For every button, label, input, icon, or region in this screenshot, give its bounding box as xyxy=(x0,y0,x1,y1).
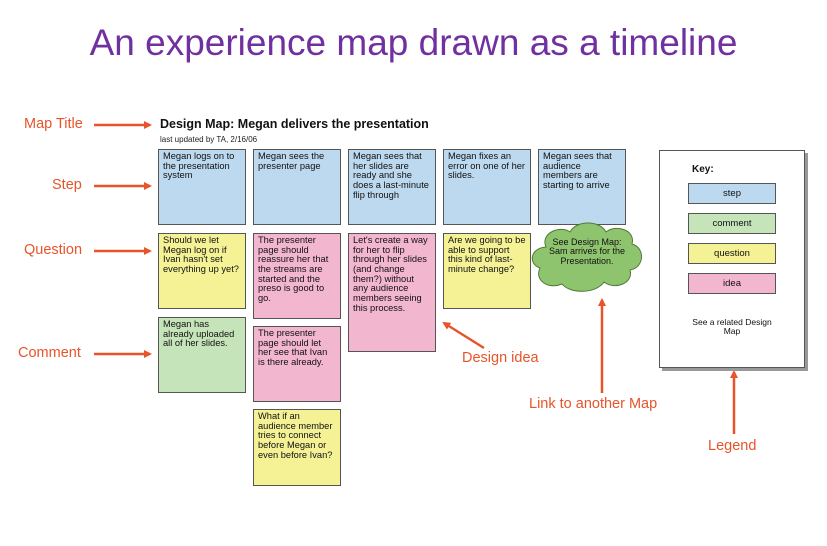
idea-note-3: Let's create a way for her to flip throu… xyxy=(348,233,436,352)
map-title: Design Map: Megan delivers the presentat… xyxy=(160,117,429,131)
legend-key-step: step xyxy=(688,183,776,204)
step-note-3: Megan sees that her slides are ready and… xyxy=(348,149,436,225)
step-note-2: Megan sees the presenter page xyxy=(253,149,341,225)
page-title: An experience map drawn as a timeline xyxy=(89,22,738,63)
callout-map-title: Map Title xyxy=(24,116,83,132)
idea-note-2: The presenter page should let her see th… xyxy=(253,326,341,402)
callout-comment: Comment xyxy=(18,345,81,361)
comment-note-1: Megan has already uploaded all of her sl… xyxy=(158,317,246,393)
question-note-3: Are we going to be able to support this … xyxy=(443,233,531,309)
callout-link: Link to another Map xyxy=(529,396,658,412)
step-note-4: Megan fixes an error on one of her slide… xyxy=(443,149,531,225)
legend-key-question: question xyxy=(688,243,776,264)
design-idea-arrow xyxy=(442,321,485,350)
callout-design-idea: Design idea xyxy=(462,350,539,366)
callout-legend: Legend xyxy=(708,438,757,454)
legend-title: Key: xyxy=(692,164,714,175)
design-map-link-text[interactable]: See Design Map: Sam arrives for the Pres… xyxy=(548,237,626,266)
legend-key-idea: idea xyxy=(688,273,776,294)
design-map-link-cloud xyxy=(531,222,642,292)
step-note-1: Megan logs on to the presentation system xyxy=(158,149,246,225)
legend-key-cloud: See a related Design Map xyxy=(692,317,772,336)
legend-box: Key: step comment question idea xyxy=(659,150,805,368)
question-note-2: What if an audience member tries to conn… xyxy=(253,409,341,486)
callout-step: Step xyxy=(52,177,82,193)
callout-question: Question xyxy=(24,242,83,258)
legend-key-comment: comment xyxy=(688,213,776,234)
map-subtitle: last updated by TA, 2/16/06 xyxy=(160,135,258,144)
idea-note-1: The presenter page should reassure her t… xyxy=(253,233,341,319)
question-note-1: Should we let Megan log on if Ivan hasn'… xyxy=(158,233,246,309)
